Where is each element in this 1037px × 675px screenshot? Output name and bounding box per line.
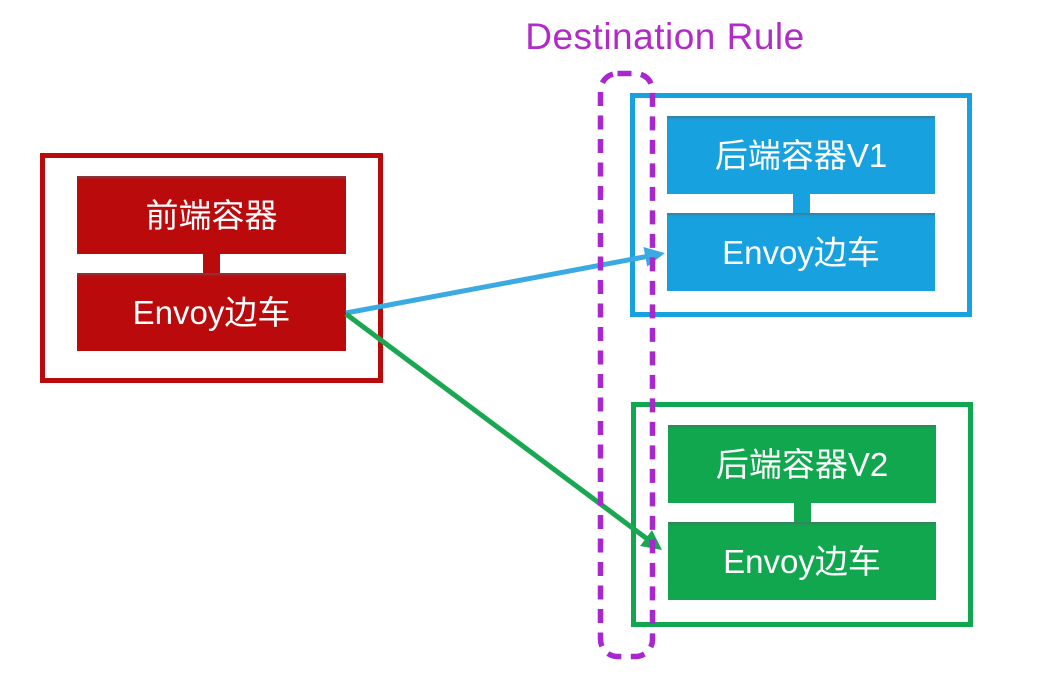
page-title: Destination Rule [525, 16, 805, 57]
frontend-container-box: 前端容器 [77, 176, 346, 254]
backend-v2-pod-box: 后端容器V2 Envoy边车 [631, 402, 973, 627]
frontend-pod-box: 前端容器 Envoy边车 [40, 153, 383, 383]
frontend-connector-stub [203, 254, 220, 273]
backend-v1-envoy-sidecar-box: Envoy边车 [667, 213, 935, 291]
frontend-to-backend-v1-arrow [345, 246, 665, 316]
backend-v1-container-box: 后端容器V1 [667, 116, 935, 194]
backend-v2-container-box: 后端容器V2 [668, 425, 936, 503]
backend-v2-connector-stub [793, 503, 811, 522]
backend-v2-envoy-sidecar-box: Envoy边车 [668, 522, 936, 600]
backend-v1-connector-stub [792, 194, 810, 213]
frontend-envoy-sidecar-box: Envoy边车 [77, 273, 346, 351]
frontend-to-backend-v2-arrow [344, 311, 663, 550]
traffic-arrows-group [344, 246, 665, 550]
frontend-pod-inner: 前端容器 Envoy边车 [45, 158, 378, 378]
backend-v2-pod-inner: 后端容器V2 Envoy边车 [636, 407, 968, 622]
backend-v1-pod-inner: 后端容器V1 Envoy边车 [635, 98, 967, 312]
backend-v1-pod-box: 后端容器V1 Envoy边车 [630, 93, 972, 317]
